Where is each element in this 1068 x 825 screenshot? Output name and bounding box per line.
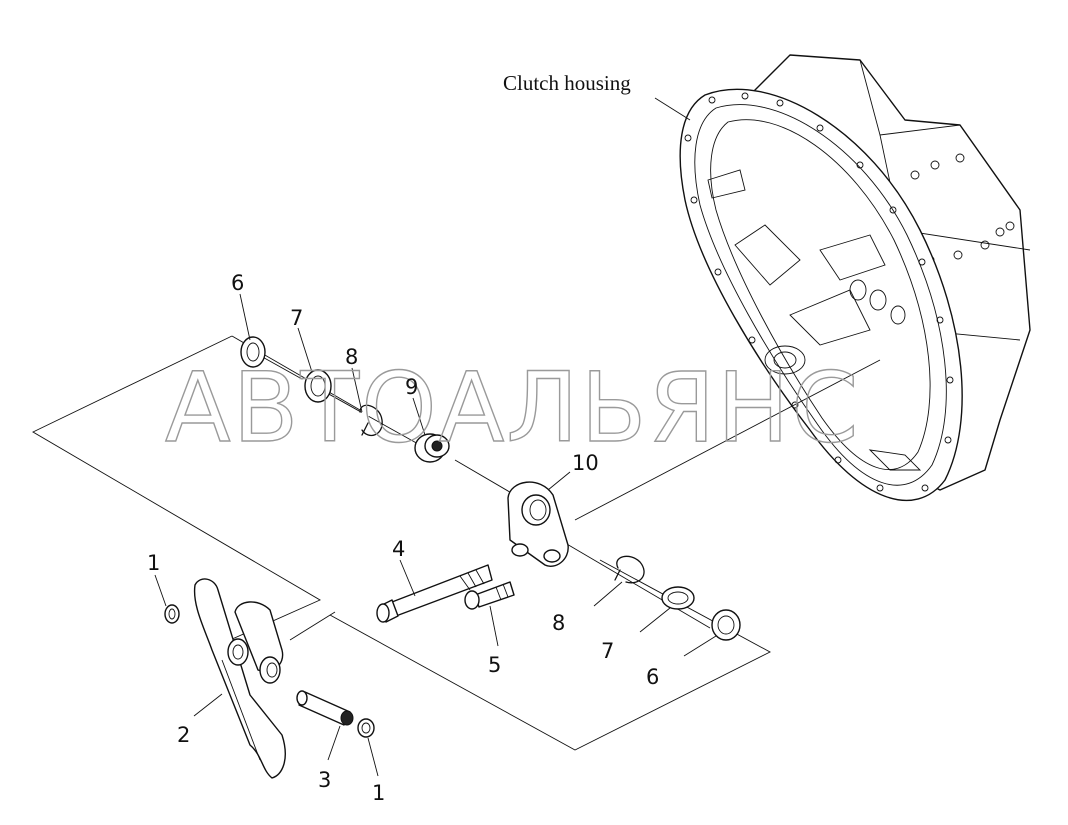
fork-pin — [296, 690, 354, 726]
callout-6-upper: 6 — [231, 271, 244, 295]
circlip-left — [164, 604, 180, 624]
callout-1-right: 1 — [372, 781, 385, 805]
seal-ring-upper — [240, 336, 266, 368]
bolt-short — [464, 581, 515, 610]
clutch-housing-label: Clutch housing — [503, 71, 631, 95]
circlip-right — [357, 718, 375, 738]
watermark-text: АВТОАЛЬЯНС — [165, 352, 860, 464]
bearing — [414, 433, 450, 463]
bolt-long — [376, 564, 493, 623]
release-fork-lever — [507, 481, 569, 567]
snap-ring-lower — [614, 555, 645, 584]
washer-lower — [661, 586, 695, 610]
snap-ring-upper — [359, 404, 383, 437]
callout-7-lower: 7 — [601, 639, 614, 663]
seal-ring-lower — [711, 609, 741, 641]
release-fork — [193, 578, 286, 779]
callout-10: 10 — [572, 451, 599, 475]
callout-6-lower: 6 — [646, 665, 659, 689]
callout-9: 9 — [405, 375, 418, 399]
callout-5: 5 — [488, 653, 501, 677]
callout-8-upper: 8 — [345, 345, 358, 369]
callout-8-lower: 8 — [552, 611, 565, 635]
callout-7-upper: 7 — [290, 306, 303, 330]
callout-4: 4 — [392, 537, 405, 561]
washer-upper — [304, 369, 332, 403]
leader-lines — [154, 97, 717, 777]
clutch-housing — [679, 54, 1031, 502]
callout-2: 2 — [177, 723, 190, 747]
callout-1-left: 1 — [147, 551, 160, 575]
callout-3: 3 — [318, 768, 331, 792]
